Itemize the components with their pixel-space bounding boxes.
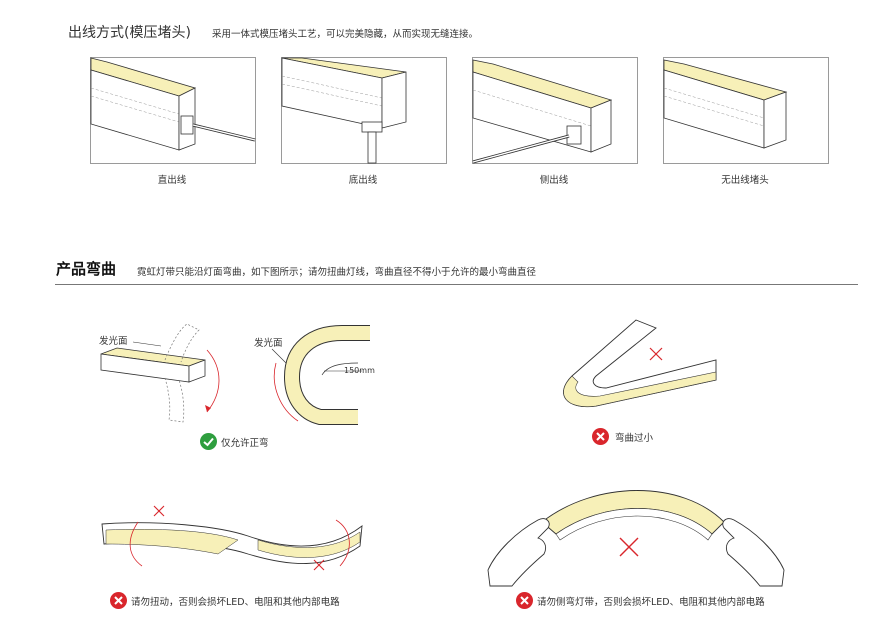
min-diameter-label: 150mm	[344, 366, 375, 375]
no-outlet-illustration	[663, 57, 829, 164]
emitting-face-label-1: 发光面	[99, 336, 128, 347]
section-divider	[55, 284, 858, 285]
twist-caption: 请勿扭动，否则会损坏LED、电阻和其他内部电路	[131, 597, 340, 608]
tight-bend-diagram	[563, 319, 717, 408]
bottom-outlet-illustration	[281, 57, 447, 164]
bending-title: 产品弯曲	[56, 260, 117, 278]
cross-icon	[516, 592, 533, 609]
side-bend-caption: 请勿侧弯灯带，否则会损坏LED、电阻和其他内部电路	[537, 597, 765, 608]
outlet-description: 采用一体式模压堵头工艺，可以完美隐藏，从而实现无缝连接。	[212, 29, 479, 40]
straight-outlet-illustration	[90, 57, 256, 164]
bending-description: 霓虹灯带只能沿灯面弯曲，如下图所示；请勿扭曲灯线，弯曲直径不得小于允许的最小弯曲…	[137, 267, 537, 278]
tight-bend-caption: 弯曲过小	[615, 433, 654, 444]
check-icon	[200, 433, 217, 450]
no-outlet-caption: 无出线堵头	[721, 175, 769, 186]
front-bend-arc-diagram	[271, 325, 370, 425]
twist-diagram	[101, 505, 363, 571]
outlet-title: 出线方式(模压堵头)	[68, 25, 191, 41]
side-outlet-illustration	[472, 57, 638, 164]
straight-outlet-caption: 直出线	[157, 175, 187, 186]
emitting-face-label-2: 发光面	[254, 338, 283, 349]
front-bend-caption: 仅允许正弯	[221, 438, 269, 449]
side-outlet-caption: 侧出线	[539, 175, 569, 186]
cross-icon	[592, 428, 609, 445]
side-bend-diagram	[487, 490, 785, 587]
cross-icon	[110, 592, 127, 609]
front-bend-diagram	[100, 323, 220, 423]
bottom-outlet-caption: 底出线	[348, 175, 378, 186]
